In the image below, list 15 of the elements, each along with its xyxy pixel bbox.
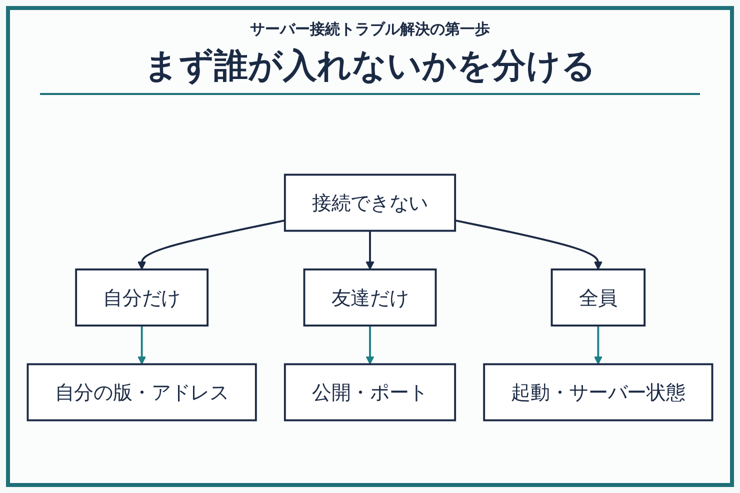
node-box: 起動・サーバー状態 bbox=[483, 363, 714, 422]
arrow bbox=[454, 219, 602, 270]
node-box: 自分だけ bbox=[75, 268, 209, 326]
arrow bbox=[366, 326, 374, 365]
arrow bbox=[366, 230, 374, 270]
arrow bbox=[138, 219, 286, 270]
node-box: 公開・ポート bbox=[284, 363, 456, 422]
title: まず誰が入れないかを分ける bbox=[143, 45, 597, 88]
node-box: 友達だけ bbox=[303, 268, 437, 326]
arrow bbox=[138, 326, 146, 365]
node-box: 自分の版・アドレス bbox=[26, 363, 257, 422]
node-box: 接続できない bbox=[284, 174, 456, 232]
subtitle: サーバー接続トラブル解決の第一歩 bbox=[249, 20, 491, 39]
arrow bbox=[594, 326, 602, 365]
node-box: 全員 bbox=[550, 268, 646, 326]
